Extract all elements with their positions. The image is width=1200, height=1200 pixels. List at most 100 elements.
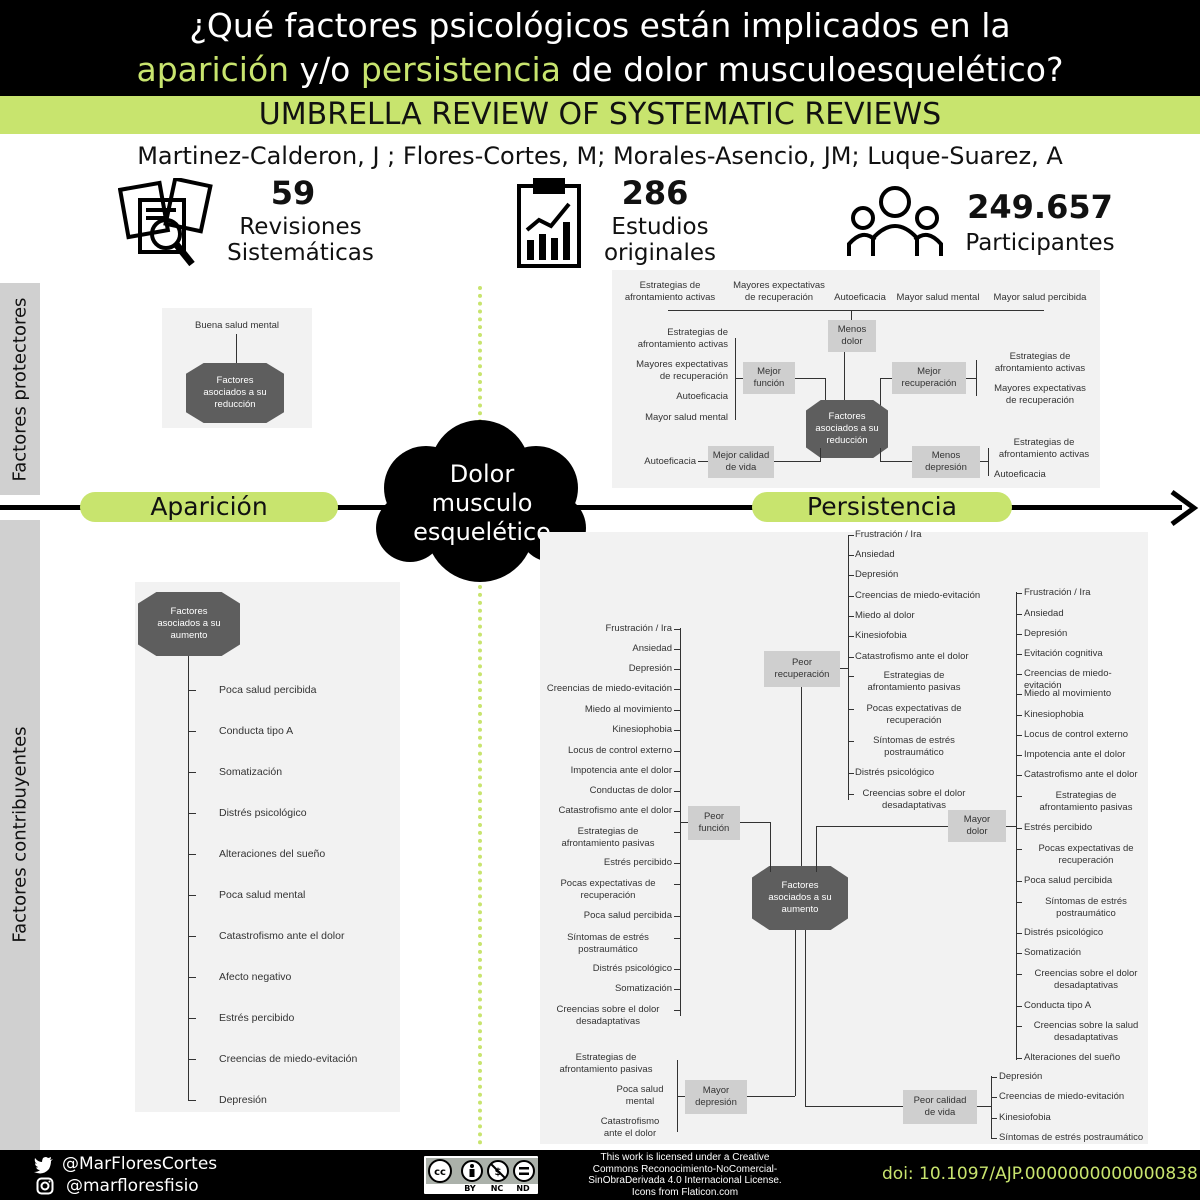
contrib-onset-item: Estrés percibido <box>219 1012 295 1024</box>
stat-participants: 249.657 Participantes <box>845 180 1135 270</box>
pp-mejor-funcion-item: Mayor salud mental <box>645 412 728 423</box>
cp-peor-funcion-item: Depresión <box>628 663 672 674</box>
connector <box>848 709 854 710</box>
cp-peor-funcion-item: Creencias de miedo-evitación <box>546 683 672 694</box>
connector <box>1016 715 1022 716</box>
cp-mayor-dolor-item: Poca salud percibida <box>1024 875 1113 886</box>
cp-mayor-dolor-item: Locus de control externo <box>1024 729 1129 740</box>
cp-peor-funcion-item: Poca salud percibida <box>583 910 672 921</box>
cloud-label: Dolor musculo esquelético <box>413 460 551 546</box>
contrib-onset-item: Distrés psicológico <box>219 807 307 819</box>
connector <box>1016 796 1022 797</box>
cp-mayor-depresion-item: Catastrofismo ante el dolor <box>600 1116 660 1139</box>
connector <box>1006 826 1016 827</box>
connector <box>674 938 680 939</box>
pp-mejor-recuperacion-item: Mayores expectativas de recuperación <box>994 383 1086 406</box>
connector <box>674 884 680 885</box>
cp-peor-funcion-item: Estrés percibido <box>603 857 672 868</box>
cp-peor-calidad-item: Creencias de miedo-evitación <box>999 1091 1125 1102</box>
connector <box>188 936 196 937</box>
connector <box>820 448 821 462</box>
connector <box>674 916 680 917</box>
connector <box>674 669 680 670</box>
cp-peor-funcion-item: Impotencia ante el dolor <box>570 765 672 776</box>
connector <box>1016 881 1022 882</box>
cp-peor-recuperacion-item: Distrés psicológico <box>855 767 935 778</box>
connector <box>188 854 196 855</box>
sidebar-protectores: Factores protectores <box>0 283 40 495</box>
cp-mayor-dolor-item: Evitación cognitiva <box>1024 648 1103 659</box>
contrib-onset-item: Catastrofismo ante el dolor <box>219 930 345 942</box>
connector <box>848 676 854 677</box>
cc-badge-nc: NC <box>490 1184 504 1193</box>
connector <box>805 930 806 1106</box>
side-label-contribuyentes: Factores contribuyentes <box>9 726 31 943</box>
connector <box>188 772 196 773</box>
pp-mejor-recuperacion: Mejor recuperación <box>892 362 966 394</box>
pp-menos-depresion-item: Estrategias de afrontamiento activas <box>998 437 1090 460</box>
connector <box>735 338 736 420</box>
connector <box>1016 694 1022 695</box>
connector <box>848 536 849 800</box>
connector <box>1016 828 1022 829</box>
cp-peor-recuperacion-item: Miedo al dolor <box>855 610 915 621</box>
connector <box>1016 634 1022 635</box>
doi[interactable]: doi: 10.1097/AJP.0000000000000838 <box>882 1164 1198 1184</box>
stat-studies-label: Estudios originales <box>603 214 717 266</box>
connector <box>188 895 196 896</box>
pp-mejor-funcion-item: Estrategias de afrontamiento activas <box>637 327 728 350</box>
connector <box>698 461 708 462</box>
instagram-icon <box>36 1177 54 1195</box>
contrib-onset-item: Conducta tipo A <box>219 725 294 737</box>
cp-mayor-dolor-item: Distrés psicológico <box>1024 927 1104 938</box>
cp-peor-recuperacion-item: Catastrofismo ante el dolor <box>855 651 969 662</box>
connector <box>988 448 989 476</box>
connector <box>680 822 688 823</box>
cc-license-badge[interactable]: cc $ BY NC ND <box>422 1154 540 1196</box>
connector <box>880 448 881 462</box>
cp-mayor-dolor-item: Kinesiophobia <box>1024 709 1084 720</box>
connector <box>188 690 196 691</box>
title-banner: ¿Qué factores psicológicos están implica… <box>0 0 1200 96</box>
stat-reviews: 59 Revisiones Sistemáticas <box>118 174 388 270</box>
cp-mayor-dolor-item: Somatización <box>1024 947 1082 958</box>
connector <box>774 461 820 462</box>
footer: @MarFloresCortes @marfloresfisio cc $ BY… <box>0 1150 1200 1200</box>
connector <box>991 1097 997 1098</box>
cp-peor-funcion-item: Síntomas de estrés postraumático <box>567 932 649 955</box>
cp-mayor-dolor-item: Conducta tipo A <box>1024 1000 1092 1011</box>
twitter-handle[interactable]: @MarFloresCortes <box>62 1154 218 1174</box>
connector <box>801 687 802 866</box>
cp-peor-calidad-item: Síntomas de estrés postraumático <box>999 1132 1144 1143</box>
pp-node: Factores asociados a su reducción <box>806 400 888 458</box>
pp-top-item: Mayor salud percibida <box>993 292 1087 303</box>
connector <box>188 813 196 814</box>
instagram-handle[interactable]: @marfloresfisio <box>66 1176 199 1196</box>
connector <box>1016 674 1022 675</box>
connector <box>980 461 988 462</box>
cp-peor-funcion-item: Creencias sobre el dolor desadaptativas <box>556 1004 660 1027</box>
cp-mayor-dolor-item: Pocas expectativas de recuperación <box>1038 843 1134 866</box>
connector <box>840 668 848 669</box>
connector <box>1016 592 1017 1060</box>
cp-mayor-dolor-item: Estrés percibido <box>1024 822 1093 833</box>
cp-peor-recuperacion-item: Síntomas de estrés postraumático <box>873 735 955 758</box>
connector <box>674 730 680 731</box>
people-group-icon <box>847 186 943 256</box>
title-conjunction: y/o <box>289 50 361 89</box>
contrib-onset-node: Factores asociados a su aumento <box>138 592 240 656</box>
cp-peor-funcion-item: Estrategias de afrontamiento pasivas <box>561 826 655 849</box>
connector <box>1016 775 1022 776</box>
connector <box>966 378 976 379</box>
pp-top-item: Mayor salud mental <box>896 292 980 303</box>
connector <box>880 461 912 462</box>
cp-peor-recuperacion-item: Frustración / Ira <box>855 529 922 540</box>
pill-aparicion: Aparición <box>80 492 338 522</box>
cp-mayor-dolor-item: Alteraciones del sueño <box>1024 1052 1121 1063</box>
authors: Martinez-Calderon, J ; Flores-Cortes, M;… <box>137 142 1063 170</box>
cp-peor-recuperacion-item: Kinesiofobia <box>855 630 907 641</box>
pp-mejor-calidad-item: Autoeficacia <box>644 456 696 467</box>
svg-text:$: $ <box>495 1167 502 1178</box>
connector <box>668 310 1044 311</box>
connector <box>735 378 743 379</box>
